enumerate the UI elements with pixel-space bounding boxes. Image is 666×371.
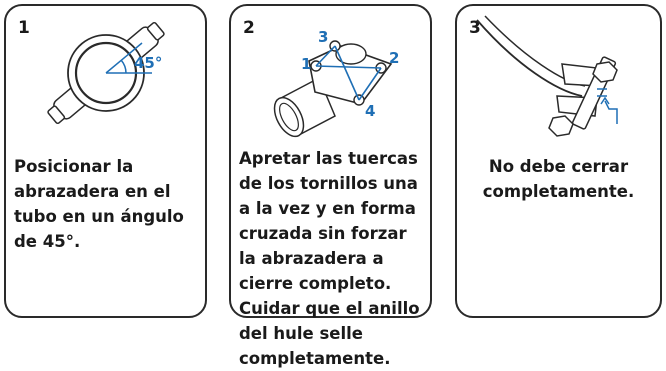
step-card-2: 2 1 2 3 4 Apretar las tuercas de los tor… — [229, 4, 432, 368]
step-number: 1 — [18, 18, 30, 38]
bolt-label-3: 3 — [318, 28, 328, 46]
angle-label: 45° — [134, 54, 162, 72]
bolt-label-1: 1 — [301, 55, 311, 73]
step-card-3: 3 No debe cerrar completamente. — [455, 4, 662, 318]
gap-detail-illustration — [476, 15, 618, 137]
step-description: Posicionar la abrazadera en el tubo en u… — [14, 157, 184, 251]
bolt-label-4: 4 — [365, 102, 375, 120]
step-description: No debe cerrar completamente. — [482, 157, 635, 201]
step-description: Apretar las tuercas de los tornillos una… — [239, 149, 420, 368]
step-number: 2 — [243, 18, 255, 38]
clamp-angle-illustration: 45° — [47, 21, 165, 125]
step-number: 3 — [469, 18, 481, 38]
bolt-label-2: 2 — [389, 49, 399, 67]
bolt-sequence-illustration: 1 2 3 4 — [273, 28, 399, 138]
step-card-1: 1 45° Posicionar la abrazadera en el tub… — [4, 4, 207, 318]
